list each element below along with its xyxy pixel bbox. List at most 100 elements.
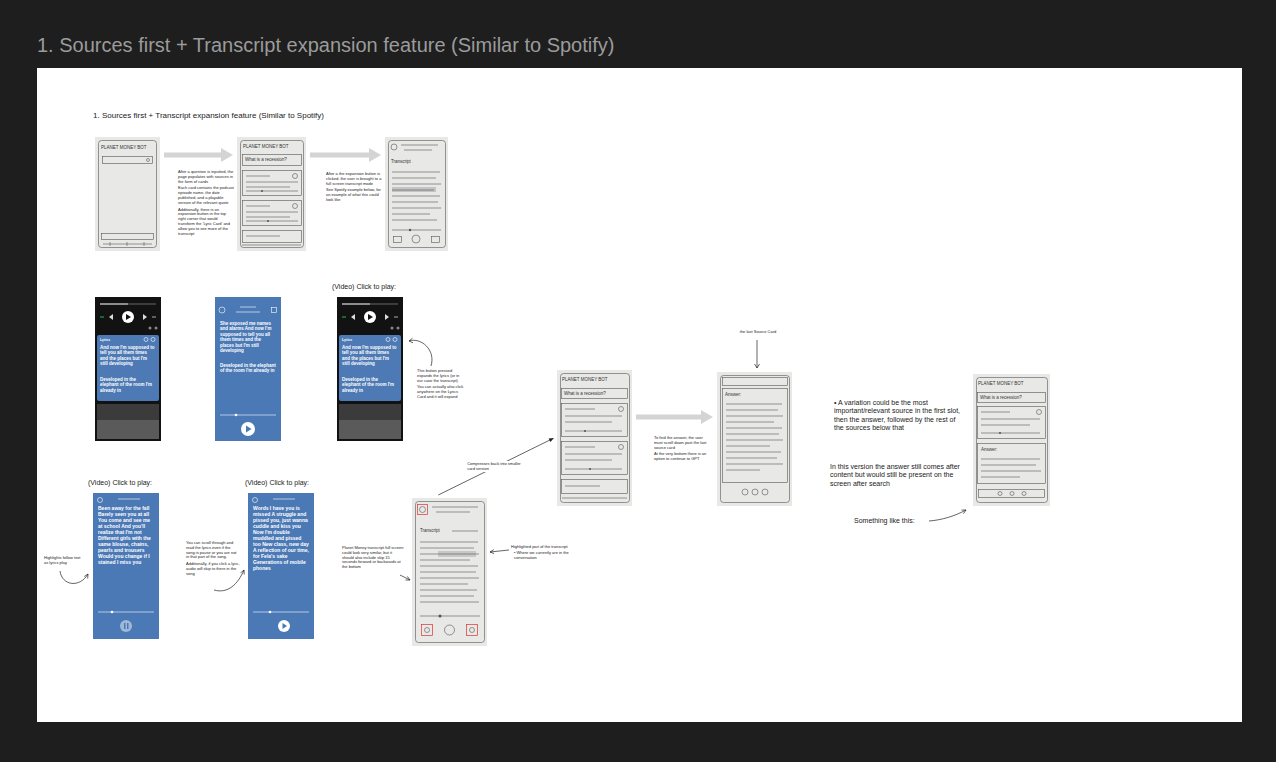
wireframe-sketch (385, 137, 448, 251)
wireframe-sketch (103, 244, 152, 245)
spotify-screenshot (339, 420, 401, 439)
annotation-note: After a question is inputted, the page p… (178, 170, 234, 184)
wireframe-sketch (998, 492, 1002, 496)
spotify-screenshot (236, 312, 260, 313)
sketch-text: Answer: (981, 447, 1021, 452)
wireframe-sketch (977, 378, 1048, 503)
leader-arrow (409, 340, 432, 366)
wireframe-sketch (981, 425, 1030, 426)
spotify-screenshot (120, 620, 132, 632)
spotify-screenshot (241, 422, 255, 436)
spotify-screenshot: LyricsAnd now I'm supposed to tell you a… (95, 297, 161, 441)
spotify-screenshot (97, 404, 159, 439)
wireframe-sketch (401, 145, 438, 146)
annotation-note: In this version the answer still comes a… (830, 463, 966, 488)
wireframe-sketch (110, 242, 111, 246)
annotation-note: Highlights follow text as lyrics play (44, 556, 84, 566)
wireframe-sketch (1037, 410, 1042, 415)
lyric-text: Been away for the fall Barely seen you a… (98, 505, 154, 565)
spotify-screenshot (337, 297, 403, 441)
spotify-screenshot (397, 327, 400, 330)
wireframe-sketch (392, 187, 436, 192)
wireframe-sketch (467, 625, 478, 636)
wireframe-sketch (999, 432, 1001, 434)
leader-arrow (60, 338, 966, 591)
annotation-note: Additionally, there is an expansion butt… (178, 208, 234, 237)
spotify-screenshot (386, 338, 390, 342)
wireframe-sketch (95, 137, 160, 251)
spotify-screenshot (100, 317, 104, 318)
wireframe-sketch (392, 230, 441, 231)
wireframe-sketch (420, 616, 480, 617)
wireframe-sketch (246, 176, 270, 177)
spotify-screenshot (342, 304, 398, 305)
flow-arrow (310, 148, 381, 162)
leader-arrow (409, 338, 413, 343)
spotify-screenshot (149, 327, 152, 330)
wireframe-sketch (721, 376, 790, 503)
wireframe-sketch (723, 389, 788, 483)
wireframe-sketch (246, 217, 290, 218)
wireframe-sketch (436, 512, 470, 513)
sketch-text: PLANET MONEY BOT (978, 381, 1042, 386)
sketch-text: What is a recession? (245, 157, 297, 162)
leader-arrow (962, 510, 967, 514)
annotation-note: the last Source Card (727, 330, 789, 335)
spotify-screenshot (220, 415, 276, 416)
wireframe-sketch (241, 141, 304, 248)
sketch-text: Answer: (725, 392, 765, 397)
spotify-screenshot: Been away for the fall Barely seen you a… (93, 493, 159, 639)
wireframe-sketch (392, 172, 441, 220)
wireframe-sketch (385, 137, 448, 251)
wireframe-sketch (726, 404, 783, 470)
wireframe-sketch (412, 498, 487, 646)
wireframe-sketch (565, 416, 622, 417)
spotify-screenshot (364, 311, 376, 323)
lyric-text: And now I'm supposed to tell you all the… (342, 345, 397, 367)
spotify-screenshot (144, 338, 148, 342)
wireframe-sketch (412, 235, 420, 243)
wireframe-sketch (445, 625, 455, 635)
wireframe-sketch (391, 144, 397, 150)
spotify-screenshot (97, 335, 159, 401)
wireframe-sketch (562, 498, 627, 499)
spotify-screenshot (109, 314, 113, 320)
spotify-screenshot (337, 297, 403, 441)
wireframe-sketch (981, 419, 1040, 420)
wireframe-sketch (432, 507, 478, 508)
annotation-note: Highlighted part of the transcript (511, 545, 589, 550)
wireframe-sketch (561, 374, 630, 503)
leader-arrow (490, 550, 494, 554)
spotify-screenshot (219, 307, 225, 313)
wireframe-sketch (981, 412, 1010, 413)
arrow-head (549, 438, 554, 442)
wireframe-sketch (762, 489, 768, 495)
annotation-note: At the very bottom there is an option to… (654, 452, 710, 462)
spotify-screenshot (100, 304, 156, 305)
wireframe-sketch (619, 407, 624, 412)
spotify-screenshot (93, 493, 159, 639)
leader-arrow (400, 575, 410, 580)
board-title: 1. Sources first + Transcript expansion … (37, 34, 614, 56)
annotation-note: Planet Money transcript full screen coul… (342, 546, 404, 570)
wireframe-sketch: PLANET MONEY BOTWhat is a recession? (237, 137, 306, 251)
wireframe-sketch (416, 502, 485, 643)
annotation-note: 1. Sources first + Transcript expansion … (93, 111, 423, 121)
leader-arrow (755, 364, 760, 368)
spotify-screenshot (93, 493, 159, 639)
wireframe-sketch (99, 141, 157, 248)
wireframe-sketch (981, 433, 1040, 434)
wireframe-sketch (243, 155, 302, 166)
spotify-screenshot (248, 493, 314, 639)
wireframe-sketch (589, 468, 591, 470)
sketch-text: Transcript (420, 528, 450, 533)
connector-label: Compresses back into smaller card versio… (466, 461, 526, 473)
spotify-screenshot (351, 314, 355, 320)
wireframe-sketch (973, 374, 1050, 506)
wireframe-sketch (973, 374, 1050, 506)
wireframe-sketch (562, 480, 628, 494)
wireframe-sketch (389, 141, 446, 248)
wireframe-sketch (562, 442, 628, 475)
wireframe-sketch (742, 489, 748, 495)
wireframe-sketch: Transcript (385, 137, 448, 251)
